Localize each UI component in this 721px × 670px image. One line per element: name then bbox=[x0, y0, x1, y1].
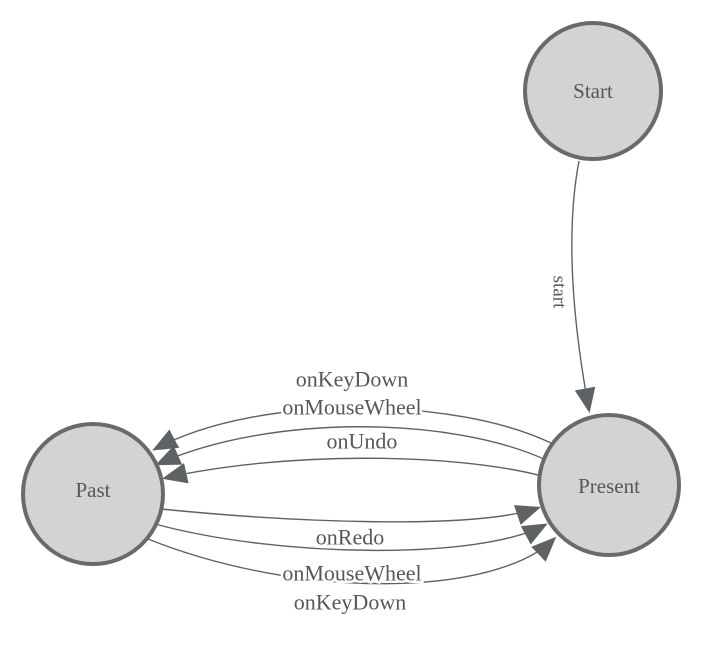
node-label-past: Past bbox=[75, 478, 110, 502]
edge-label-onredo: onRedo bbox=[316, 525, 384, 550]
edge-label-onmousewheel-bottom: onMouseWheel bbox=[282, 561, 421, 586]
edge-present-to-past-mousewheel bbox=[155, 426, 547, 466]
node-start: Start bbox=[523, 21, 663, 161]
edge-past-to-present-mousewheel bbox=[154, 523, 548, 552]
node-circle-start bbox=[523, 21, 663, 161]
node-circle-past bbox=[21, 422, 165, 566]
node-label-present: Present bbox=[578, 474, 640, 498]
edge-label-onmousewheel-top: onMouseWheel bbox=[282, 395, 421, 420]
edge-start-to-present bbox=[571, 160, 596, 414]
edge-label-start: start bbox=[549, 276, 570, 309]
edge-label-onkeydown-top: onKeyDown bbox=[296, 367, 408, 392]
node-circle-present bbox=[537, 413, 681, 557]
edge-label-onundo: onUndo bbox=[327, 429, 398, 454]
edge-past-to-present-keydown bbox=[147, 536, 557, 585]
node-past: Past bbox=[21, 422, 165, 566]
node-label-start: Start bbox=[573, 79, 613, 103]
edge-present-to-past-undo bbox=[161, 457, 543, 484]
node-present: Present bbox=[537, 413, 681, 557]
edge-present-to-past-keydown bbox=[152, 407, 554, 451]
edge-past-to-present-redo bbox=[160, 505, 541, 525]
edge-label-onkeydown-bottom: onKeyDown bbox=[294, 590, 406, 615]
